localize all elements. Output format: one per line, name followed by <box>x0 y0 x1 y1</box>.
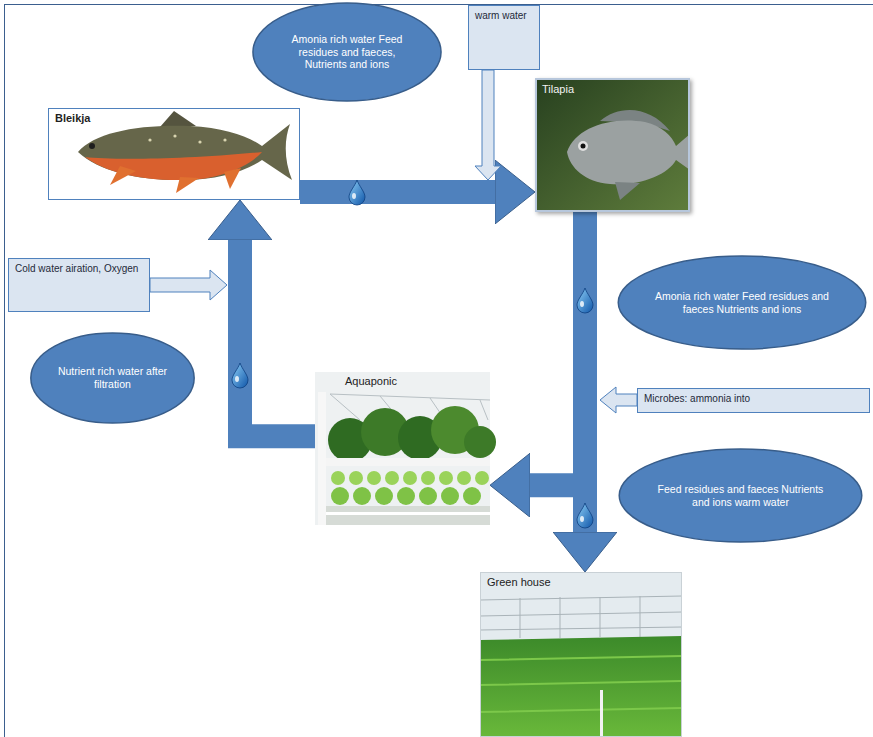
post <box>318 392 326 525</box>
panel-label: Bleikja <box>55 112 293 125</box>
fish-fin <box>110 166 136 185</box>
flow-arrow <box>240 240 315 436</box>
callout-ellipse: Amonia rich water Feed residues and faec… <box>252 2 442 102</box>
callout-ellipse: Amonia rich water Feed residues and faec… <box>617 255 867 350</box>
callout-text: Nutrient rich water after filtration <box>52 365 174 390</box>
photo-panel: Bleikja <box>48 108 300 200</box>
fish-fin <box>176 177 199 193</box>
fish-fin <box>224 168 241 189</box>
fish-spot <box>148 138 151 141</box>
aquaponic-photo <box>315 372 496 525</box>
fish-pupil <box>581 144 586 149</box>
fish-eye <box>578 141 588 151</box>
note-box: Cold water airation, Oxygen <box>8 258 150 312</box>
ellipse-shape <box>619 449 862 542</box>
fish-spot <box>223 138 226 141</box>
channel <box>326 506 490 525</box>
panel-label: Tilapia <box>542 83 683 96</box>
callout-ellipse: Feed residues and faeces Nutrients and i… <box>618 448 863 543</box>
crop-row <box>480 656 682 712</box>
fish-spot <box>173 134 176 137</box>
photo-panel: Green house <box>480 572 682 737</box>
note-box: warm water <box>468 5 540 70</box>
callout-text: Feed residues and faeces Nutrients and i… <box>650 483 831 508</box>
fish-body <box>78 124 292 180</box>
fish-fin <box>615 182 640 200</box>
flow-arrow <box>300 180 495 204</box>
channel <box>326 512 490 515</box>
inflow-arrow <box>150 270 227 300</box>
water-drop <box>349 180 365 205</box>
panel-label: Green house <box>487 576 675 589</box>
connector-group <box>240 192 585 532</box>
panel-label: Aquaponic <box>345 375 490 388</box>
ellipse-shape <box>253 3 441 101</box>
crop-field <box>480 636 682 737</box>
frame-border <box>5 5 873 737</box>
char-fish-photo <box>48 108 300 200</box>
photo-panel: Tilapia <box>535 78 690 212</box>
fish-spot <box>198 140 201 143</box>
photo-ground <box>48 108 300 200</box>
note-box: Microbes: ammonia into <box>637 388 870 413</box>
fish-eye <box>89 143 95 149</box>
callout-text: Amonia rich water Feed residues and faec… <box>650 290 835 315</box>
post <box>600 690 603 737</box>
water-drop <box>577 503 593 528</box>
greenhouse-photo <box>480 572 682 737</box>
lettuce-row <box>331 471 489 485</box>
water-drop <box>232 363 248 388</box>
tilapia-photo <box>535 78 690 212</box>
callout-text: Amonia rich water Feed residues and faec… <box>277 33 418 71</box>
ellipse-shape <box>31 333 194 423</box>
inflow-arrow <box>600 387 637 413</box>
note-text: Microbes: ammonia into <box>644 393 863 405</box>
note-text: Cold water airation, Oxygen <box>15 263 143 275</box>
ellipse-shape <box>618 256 866 349</box>
inflow-arrow <box>475 70 501 180</box>
photo-ground <box>315 372 490 525</box>
trough <box>326 458 490 466</box>
flow-arrow <box>573 212 597 532</box>
photo-ground <box>535 78 690 212</box>
fish-body <box>567 120 690 184</box>
plant <box>464 426 496 458</box>
photo-ground <box>480 572 682 737</box>
roof-truss <box>480 596 682 638</box>
lettuce-row <box>331 487 481 505</box>
callout-ellipse: Nutrient rich water after filtration <box>30 332 195 424</box>
water-drop <box>577 288 593 313</box>
fish-fin <box>160 111 196 127</box>
photo-panel: Aquaponic <box>315 372 490 525</box>
note-text: warm water <box>475 10 533 22</box>
